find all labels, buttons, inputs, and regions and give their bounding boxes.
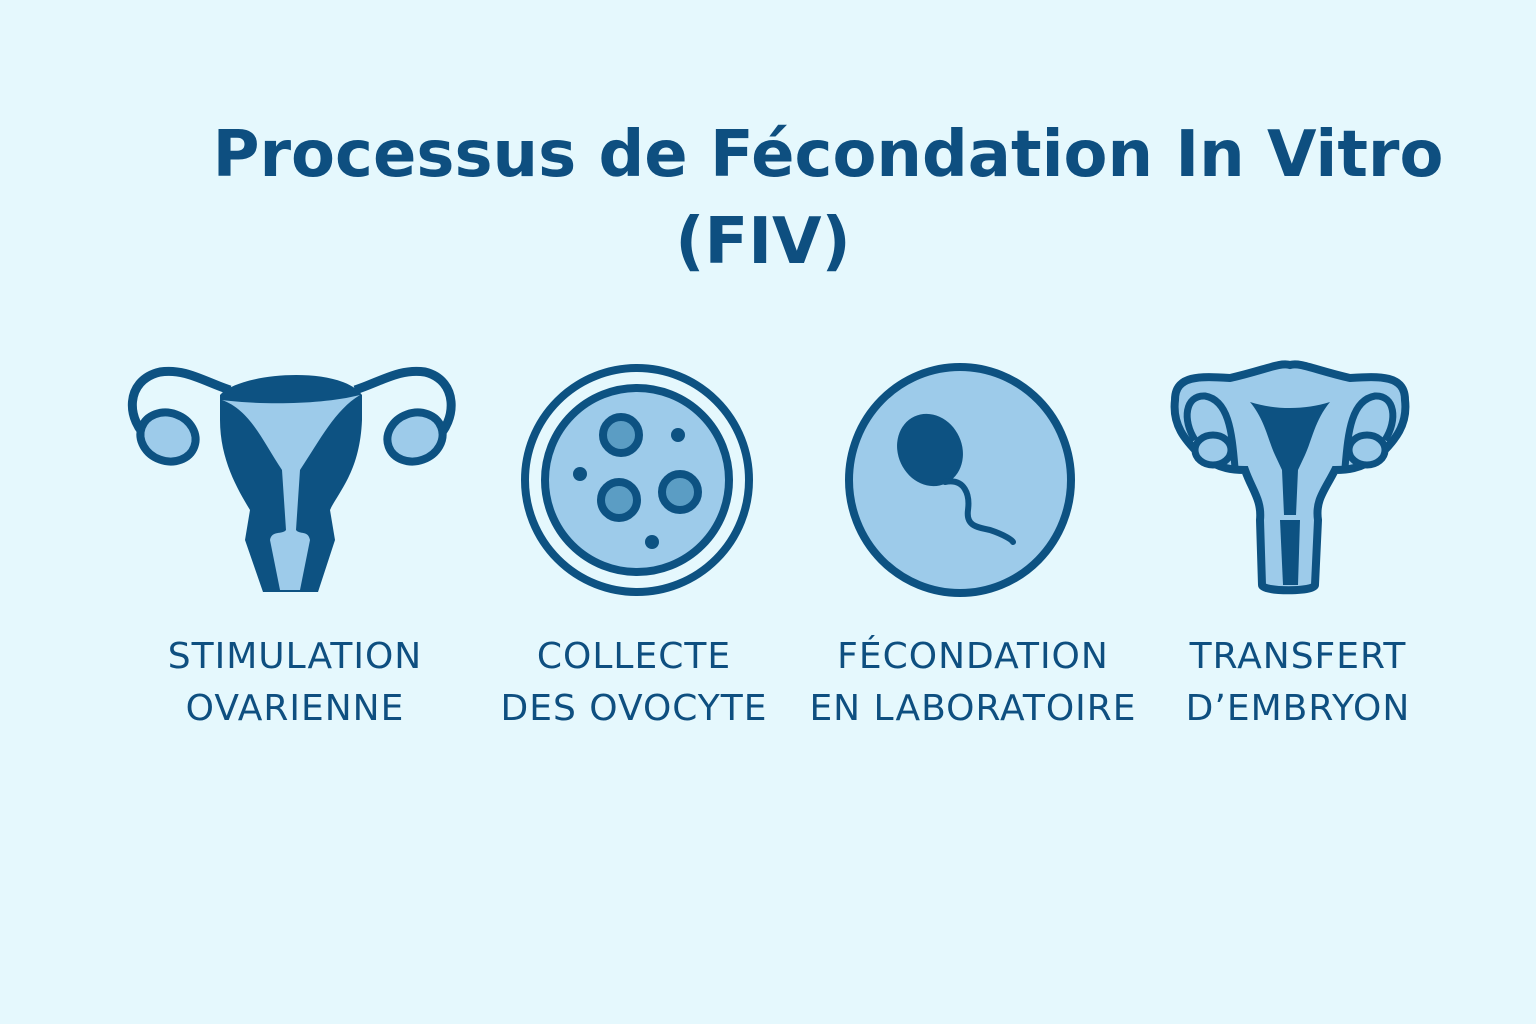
sperm-in-egg-icon [845, 363, 1075, 597]
step-label-line: FÉCONDATION [837, 636, 1109, 677]
step-label-line: TRANSFERT [1189, 636, 1407, 677]
step-label-stimulation: STIMULATION OVARIENNE [115, 631, 475, 735]
petri-dish-oocytes-icon [521, 364, 753, 596]
step-label-line: STIMULATION [167, 636, 423, 677]
uterus-icon [127, 366, 456, 592]
step-label-collecte: COLLECTE DES OVOCYTE [454, 631, 814, 735]
step-label-line: COLLECTE [536, 636, 732, 677]
step-label-line: EN LABORATOIRE [809, 688, 1137, 729]
step-label-line: D’EMBRYON [1185, 688, 1411, 729]
step-label-line: OVARIENNE [185, 688, 405, 729]
page-title: Processus de Fécondation In Vitro [212, 118, 1444, 192]
step-label-line: DES OVOCYTE [500, 688, 768, 729]
step-label-transfert: TRANSFERT D’EMBRYON [1118, 631, 1478, 735]
uterus-outline-icon [1170, 360, 1410, 595]
page-title-abbreviation: (FIV) [675, 205, 851, 279]
step-label-fecondation: FÉCONDATION EN LABORATOIRE [793, 631, 1153, 735]
